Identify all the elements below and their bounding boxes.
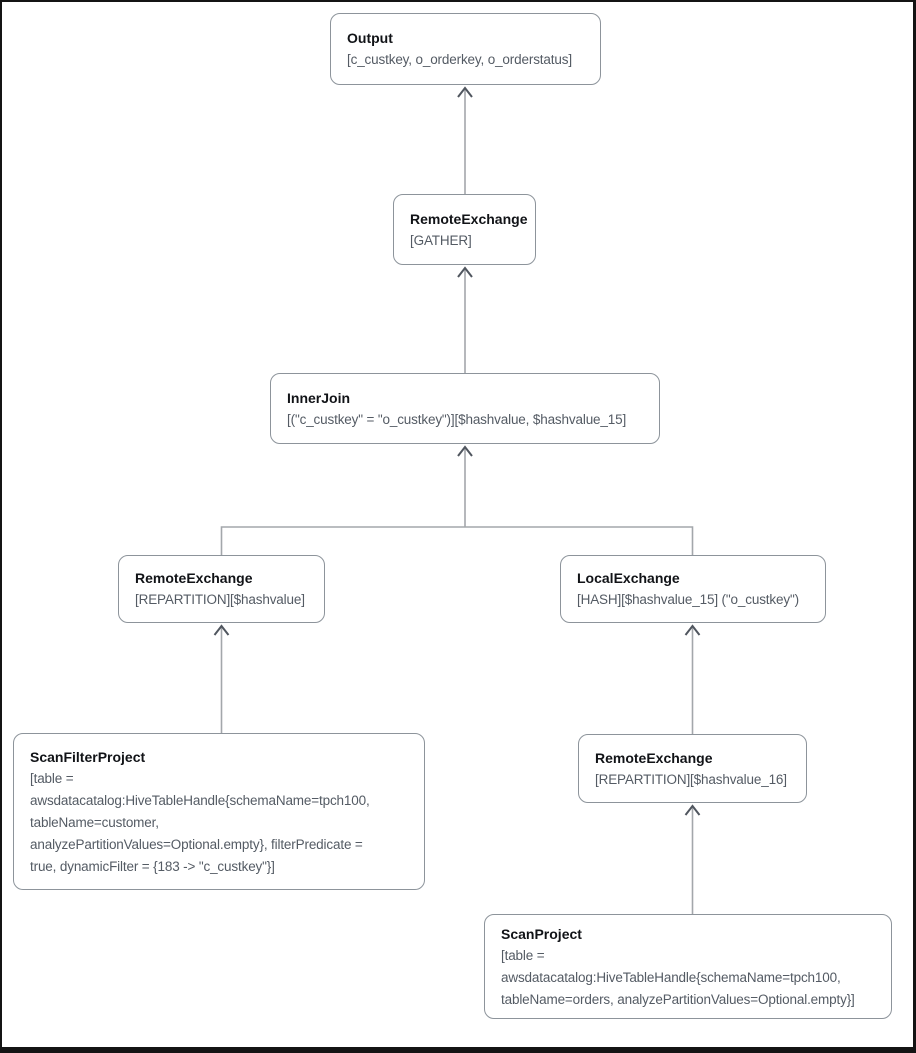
plan-node-details: [GATHER] [410, 230, 519, 252]
node-detail-line: tableName=orders, analyzePartitionValues… [501, 991, 855, 1007]
plan-node-title: ScanProject [501, 925, 582, 942]
plan-node-title: ScanFilterProject [30, 748, 146, 765]
plan-node-details: [c_custkey, o_orderkey, o_orderstatus] [347, 49, 584, 71]
plan-node-local-exchange-hash: LocalExchange [HASH][$hashvalue_15] ("o_… [560, 555, 826, 623]
plan-node-details: [HASH][$hashvalue_15] ("o_custkey") [577, 589, 809, 611]
node-detail-line: awsdatacatalog:HiveTableHandle{schemaNam… [30, 792, 370, 808]
plan-node-title: RemoteExchange [595, 749, 713, 766]
node-detail-line: [GATHER] [410, 232, 472, 248]
node-detail-line: [table = [30, 770, 74, 786]
edge-innerjoin-to-gather [457, 266, 473, 373]
plan-node-scan-filter-project: ScanFilterProject [table = awsdatacatalog… [13, 733, 425, 890]
node-detail-line: [table = [501, 947, 545, 963]
node-detail-line: [("c_custkey" = "o_custkey")][$hashvalue… [287, 411, 627, 427]
edge-scanfilter-to-remoteleft [213, 624, 230, 733]
edge-gather-to-output [457, 86, 473, 194]
node-detail-line: true, dynamicFilter = {183 -> "c_custkey… [30, 858, 275, 874]
plan-node-details: [REPARTITION][$hashvalue_16] [595, 769, 790, 791]
plan-node-title: InnerJoin [287, 389, 351, 406]
node-detail-line: [c_custkey, o_orderkey, o_orderstatus] [347, 52, 572, 67]
plan-node-remote-exchange-repartition: RemoteExchange [REPARTITION][$hashvalue] [118, 555, 325, 623]
plan-node-output: Output [c_custkey, o_orderkey, o_orderst… [330, 13, 601, 85]
node-detail-line: [REPARTITION][$hashvalue_16] [595, 771, 787, 787]
plan-node-title: LocalExchange [577, 570, 680, 586]
edge-scanproject-to-remoteright [684, 804, 701, 914]
plan-node-scan-project: ScanProject [table = awsdatacatalog:HiveT… [484, 914, 892, 1019]
plan-node-title: RemoteExchange [135, 570, 253, 586]
edge-junction-to-innerjoin [457, 445, 473, 527]
plan-node-remote-exchange-gather: RemoteExchange [GATHER] [393, 194, 536, 265]
plan-node-title: Output [347, 30, 393, 46]
edge-branch-junction [220, 526, 694, 555]
plan-node-details: [REPARTITION][$hashvalue] [135, 589, 308, 611]
plan-node-inner-join: InnerJoin [("c_custkey" = "o_custkey")][… [270, 373, 660, 444]
plan-node-title: RemoteExchange [410, 210, 528, 227]
plan-node-details: [("c_custkey" = "o_custkey")][$hashvalue… [287, 409, 643, 431]
node-detail-line: analyzePartitionValues=Optional.empty}, … [30, 836, 363, 852]
node-detail-line: tableName=customer, [30, 814, 159, 830]
node-detail-line: [REPARTITION][$hashvalue] [135, 592, 305, 607]
plan-node-details: [table = awsdatacatalog:HiveTableHandle{s… [501, 945, 875, 1011]
node-detail-line: [HASH][$hashvalue_15] ("o_custkey") [577, 592, 799, 607]
plan-node-remote-exchange-repartition-16: RemoteExchange [REPARTITION][$hashvalue_… [578, 734, 807, 803]
node-detail-line: awsdatacatalog:HiveTableHandle{schemaNam… [501, 969, 841, 985]
edge-remoteright-to-localexchange [684, 624, 701, 734]
plan-node-details: [table = awsdatacatalog:HiveTableHandle{s… [30, 768, 408, 878]
